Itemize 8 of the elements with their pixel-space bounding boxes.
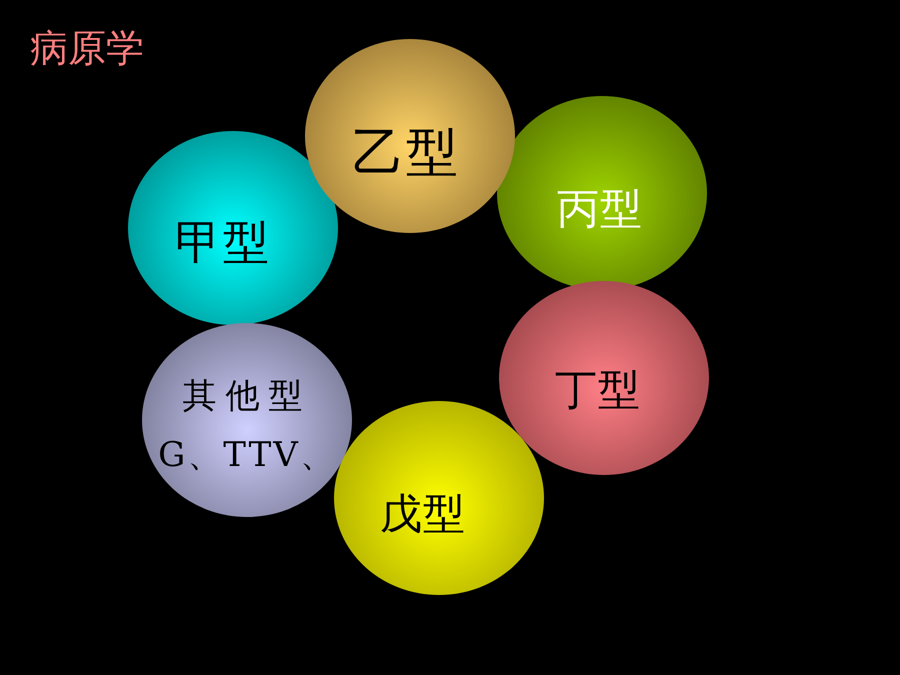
node-label: 戊型 (380, 490, 466, 538)
slide-title: 病原学 (30, 27, 144, 71)
node-label: 丁型 (555, 366, 641, 414)
node-sublabel: G、TTV、 (158, 437, 336, 474)
node-label: 甲型 (175, 216, 271, 268)
node-label: 丙型 (557, 186, 643, 232)
node-label: 其他型 (182, 378, 312, 415)
node-label: 乙型 (352, 125, 460, 183)
